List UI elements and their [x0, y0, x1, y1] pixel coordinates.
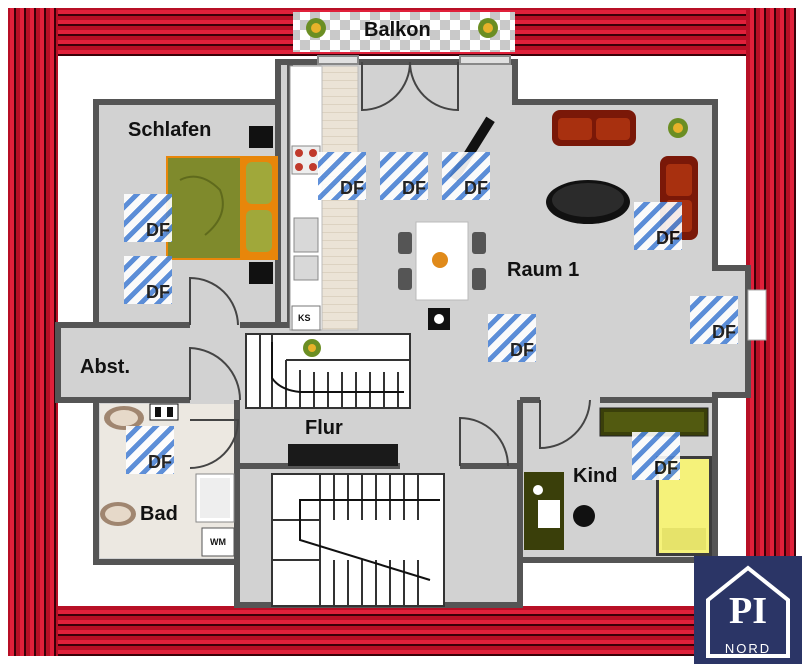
- bad-fixtures: [100, 403, 235, 557]
- skylight-label: DF: [654, 458, 678, 478]
- balkon-floor: [293, 12, 515, 52]
- room-label-abst: Abst.: [80, 356, 130, 378]
- door-swings: [189, 276, 591, 469]
- bed: [166, 126, 278, 284]
- living-furniture: [398, 110, 767, 341]
- staircase-lower: [271, 473, 445, 607]
- skylight-label: DF: [712, 322, 736, 342]
- room-label-schlafen: Schlafen: [128, 119, 212, 141]
- washing-machine-tag: WM: [210, 537, 226, 547]
- room-label-raum1: Raum 1: [507, 259, 580, 281]
- skylight-label: DF: [402, 178, 426, 198]
- flur-radiator: [288, 444, 398, 466]
- skylight-label: DF: [340, 178, 364, 198]
- logo-text: PI: [729, 590, 767, 632]
- skylight: DF: [124, 194, 172, 242]
- skylight: DF: [442, 152, 490, 200]
- skylight-label: DF: [464, 178, 488, 198]
- room-label-kind: Kind: [573, 465, 618, 487]
- skylight: DF: [126, 426, 174, 474]
- skylight: DF: [318, 152, 366, 200]
- staircase-upper: [245, 333, 411, 409]
- skylight: DF: [634, 202, 682, 250]
- kitchen-cabinet-tag: KS: [298, 313, 311, 323]
- skylight-label: DF: [148, 452, 172, 472]
- balkon-door: [317, 55, 511, 112]
- skylight: DF: [488, 314, 536, 362]
- company-logo: PI NORD: [694, 556, 802, 664]
- skylight: DF: [690, 296, 738, 344]
- skylight-label: DF: [510, 340, 534, 360]
- skylight: DF: [380, 152, 428, 200]
- skylight: DF: [124, 256, 172, 304]
- skylight-label: DF: [146, 282, 170, 302]
- skylight-label: DF: [146, 220, 170, 240]
- room-label-balkon: Balkon: [364, 19, 431, 41]
- room-label-flur: Flur: [305, 417, 343, 439]
- plants: [303, 18, 688, 357]
- logo-subtext: NORD: [724, 641, 772, 656]
- room-label-bad: Bad: [140, 503, 178, 525]
- skylight: DF: [632, 432, 680, 480]
- house-outline-icon: [706, 565, 790, 658]
- skylight-label: DF: [656, 228, 680, 248]
